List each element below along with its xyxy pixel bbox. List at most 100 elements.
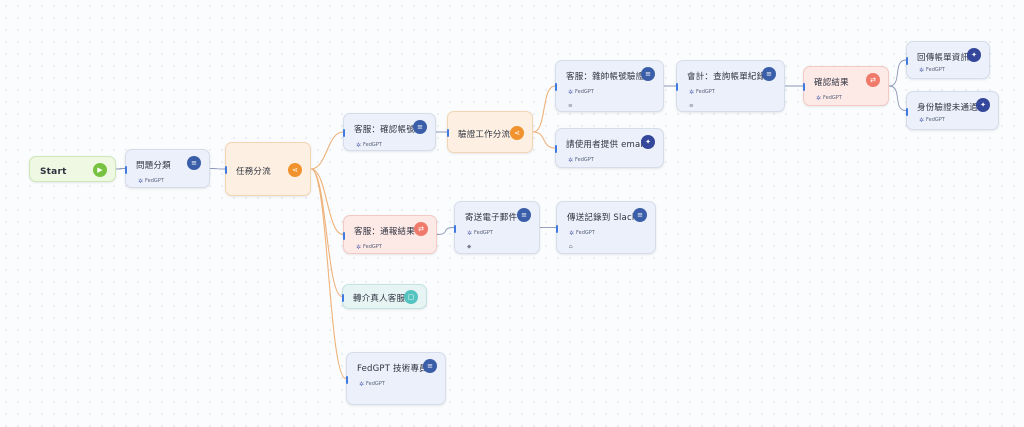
input-port[interactable]: [343, 231, 345, 240]
play-icon[interactable]: ▶: [93, 163, 107, 177]
input-port[interactable]: [803, 83, 805, 91]
node-ask-email[interactable]: 請使用者提供 email ✦ ✲FedGPT: [555, 128, 664, 168]
node-confirm-result[interactable]: 確認結果 ⇄ ✲FedGPT: [803, 66, 889, 106]
edge-confirm-result-to-return-info: [888, 59, 907, 87]
node-title: FedGPT 技術專員: [357, 364, 428, 374]
brand-tag: ✲FedGPT: [356, 142, 382, 149]
fedgpt-logo-icon: ✲: [689, 89, 695, 96]
database-icon[interactable]: ≡: [423, 359, 437, 373]
database-icon[interactable]: ≡: [413, 120, 427, 134]
brand-tag: ✲FedGPT: [816, 95, 842, 102]
brand-tag: ✲FedGPT: [568, 89, 594, 96]
node-fedgpt-tech[interactable]: FedGPT 技術專員 ≡ ✲FedGPT: [346, 352, 446, 405]
fedgpt-logo-icon: ✲: [816, 95, 822, 102]
node-question-classify[interactable]: 問題分類 ≡ ✲FedGPT: [125, 149, 210, 188]
brand-tag: ✲FedGPT: [919, 67, 945, 74]
input-port[interactable]: [556, 224, 558, 233]
random-icon[interactable]: ⇄: [414, 222, 428, 236]
input-port[interactable]: [555, 145, 557, 153]
database-icon[interactable]: ≡: [633, 208, 647, 222]
node-accounting-query[interactable]: 會計：查詢帳單紀錄 ≡ ✲FedGPT ≡: [676, 60, 785, 112]
start-node[interactable]: Start ▶: [29, 156, 116, 182]
node-send-email[interactable]: 寄送電子郵件 ≡ ✲FedGPT ◆: [454, 201, 540, 254]
tool-icon: ≡: [568, 103, 573, 109]
node-verify-router[interactable]: 驗證工作分流 ⋖: [447, 111, 533, 153]
tool-icon: ◆: [467, 244, 472, 250]
input-port[interactable]: [447, 129, 449, 137]
edge-classify-to-dispatch: [209, 168, 226, 170]
node-title: 任務分流: [236, 167, 271, 177]
node-title: 問題分類: [136, 161, 171, 171]
sparkle-icon[interactable]: ✦: [641, 135, 655, 149]
database-icon[interactable]: ≡: [641, 67, 655, 81]
fedgpt-logo-icon: ✲: [359, 381, 365, 388]
node-identity-failed[interactable]: 身份驗證未通過 ✦ ✲FedGPT: [906, 91, 999, 130]
input-port[interactable]: [906, 107, 908, 116]
fedgpt-logo-icon: ✲: [356, 142, 362, 149]
edge-confirm-result-to-id-failed: [888, 85, 907, 111]
brand-tag: ✲FedGPT: [568, 157, 594, 164]
node-title: 請使用者提供 email: [566, 140, 646, 150]
input-port[interactable]: [676, 83, 678, 91]
fedgpt-logo-icon: ✲: [356, 244, 362, 251]
input-port[interactable]: [342, 293, 344, 302]
input-port[interactable]: [343, 129, 345, 137]
brand-tag: ✲FedGPT: [356, 244, 382, 251]
node-title: 客服：確認帳號: [354, 125, 415, 135]
fedgpt-logo-icon: ✲: [568, 157, 574, 164]
edge-verify-router-to-ask-email: [532, 131, 556, 149]
node-title: 客服：雜帥帳號驗證: [566, 72, 645, 82]
brand-tag: ✲FedGPT: [689, 89, 715, 96]
edge-dispatch-to-human: [310, 168, 343, 298]
node-cs-notify-result[interactable]: 客服：通報結果 ⇄ ✲FedGPT: [343, 215, 437, 254]
input-port[interactable]: [125, 165, 127, 174]
node-title: 轉介真人客服: [353, 294, 406, 304]
node-task-dispatch[interactable]: 任務分流 ⋖: [225, 142, 311, 196]
node-human-handoff[interactable]: 轉介真人客服 ▢: [342, 284, 427, 309]
input-port[interactable]: [555, 83, 557, 91]
fedgpt-logo-icon: ✲: [568, 89, 574, 96]
node-cs-account-verify[interactable]: 客服：雜帥帳號驗證 ≡ ✲FedGPT ≡: [555, 60, 664, 112]
fedgpt-logo-icon: ✲: [919, 67, 925, 74]
edge-dispatch-to-tech: [310, 168, 347, 380]
share-icon[interactable]: ⋖: [510, 126, 524, 140]
edge-dispatch-to-cs-notify: [310, 168, 344, 236]
input-port[interactable]: [346, 375, 348, 384]
node-title: 身份驗證未通過: [917, 103, 978, 113]
fedgpt-logo-icon: ✲: [919, 117, 925, 124]
fedgpt-logo-icon: ✲: [467, 230, 473, 237]
share-icon[interactable]: ⋖: [288, 163, 302, 177]
brand-tag: ✲FedGPT: [138, 178, 164, 185]
fedgpt-logo-icon: ✲: [138, 178, 144, 185]
tool-icon: ⩍: [569, 244, 573, 250]
input-port[interactable]: [906, 57, 908, 65]
database-icon[interactable]: ≡: [517, 208, 531, 222]
input-port[interactable]: [225, 166, 227, 174]
node-title: 驗證工作分流: [458, 130, 511, 140]
node-cs-confirm-account[interactable]: 客服：確認帳號 ≡ ✲FedGPT: [343, 113, 436, 151]
tool-icon: ≡: [689, 103, 694, 109]
node-send-slack[interactable]: 傳送記錄到 Slack ≡ ✲FedGPT ⩍: [556, 201, 656, 254]
node-title: 確認結果: [814, 78, 849, 88]
edge-cs-notify-to-send-email: [436, 227, 455, 235]
database-icon[interactable]: ≡: [762, 67, 776, 81]
node-title: 寄送電子郵件: [465, 213, 518, 223]
sparkle-icon[interactable]: ✦: [967, 48, 981, 62]
chat-icon[interactable]: ▢: [404, 290, 418, 304]
brand-tag: ✲FedGPT: [359, 381, 385, 388]
random-icon[interactable]: ⇄: [866, 73, 880, 87]
node-title: 回傳帳單資訊: [917, 53, 970, 63]
node-title: Start: [40, 167, 67, 177]
database-icon[interactable]: ≡: [187, 156, 201, 170]
edge-verify-router-to-cs-verify: [532, 85, 556, 133]
edge-dispatch-to-cs-confirm: [310, 131, 344, 170]
fedgpt-logo-icon: ✲: [569, 230, 575, 237]
brand-tag: ✲FedGPT: [467, 230, 493, 237]
node-return-bill-info[interactable]: 回傳帳單資訊 ✦ ✲FedGPT: [906, 41, 990, 79]
sparkle-icon[interactable]: ✦: [976, 98, 990, 112]
brand-tag: ✲FedGPT: [919, 117, 945, 124]
edge-start-to-classify: [115, 168, 126, 170]
input-port[interactable]: [454, 224, 456, 233]
node-title: 會計：查詢帳單紀錄: [687, 72, 766, 82]
